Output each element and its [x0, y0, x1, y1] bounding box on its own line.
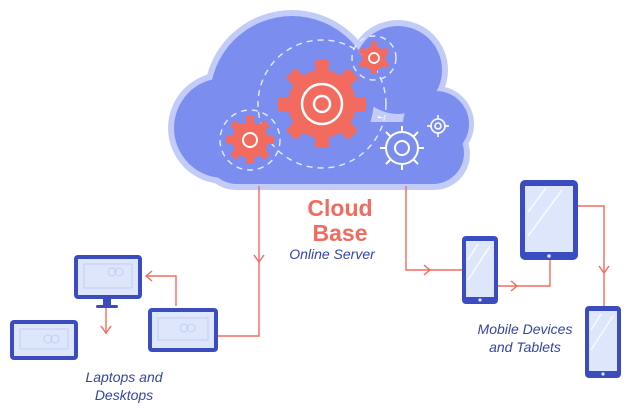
laptop-small: [10, 320, 78, 360]
small-top-gear-icon: [359, 42, 389, 74]
desktop-monitor: [74, 255, 142, 308]
connector-arrowheads: [100, 254, 610, 335]
tablet-small: [585, 306, 621, 378]
mobile-label-line1: Mobile Devices: [477, 321, 573, 337]
tiny-outline-gear-icon: [427, 115, 449, 137]
left-gear-icon: [226, 116, 274, 164]
cloud-title-line1: Cloud: [307, 195, 373, 221]
large-gear-icon: [278, 60, 366, 148]
orbit-lines: [219, 35, 397, 171]
cloud-subtitle: Online Server: [289, 246, 375, 262]
cloud-title: Cloud Base: [280, 196, 400, 246]
tablet-large: [520, 180, 578, 260]
cloud-title-line2: Base: [312, 220, 368, 246]
mobile-label-line2: and Tablets: [489, 339, 561, 355]
laptop-label-line1: Laptops and: [85, 369, 163, 385]
laptop-label-line2: Desktops: [94, 387, 154, 403]
smartphone: [462, 236, 498, 304]
laptop-group-label: Laptops and Desktops: [64, 368, 184, 404]
laptop: [148, 308, 218, 352]
outline-gear-icon: [380, 126, 424, 170]
mobile-group-label: Mobile Devices and Tablets: [462, 320, 588, 356]
